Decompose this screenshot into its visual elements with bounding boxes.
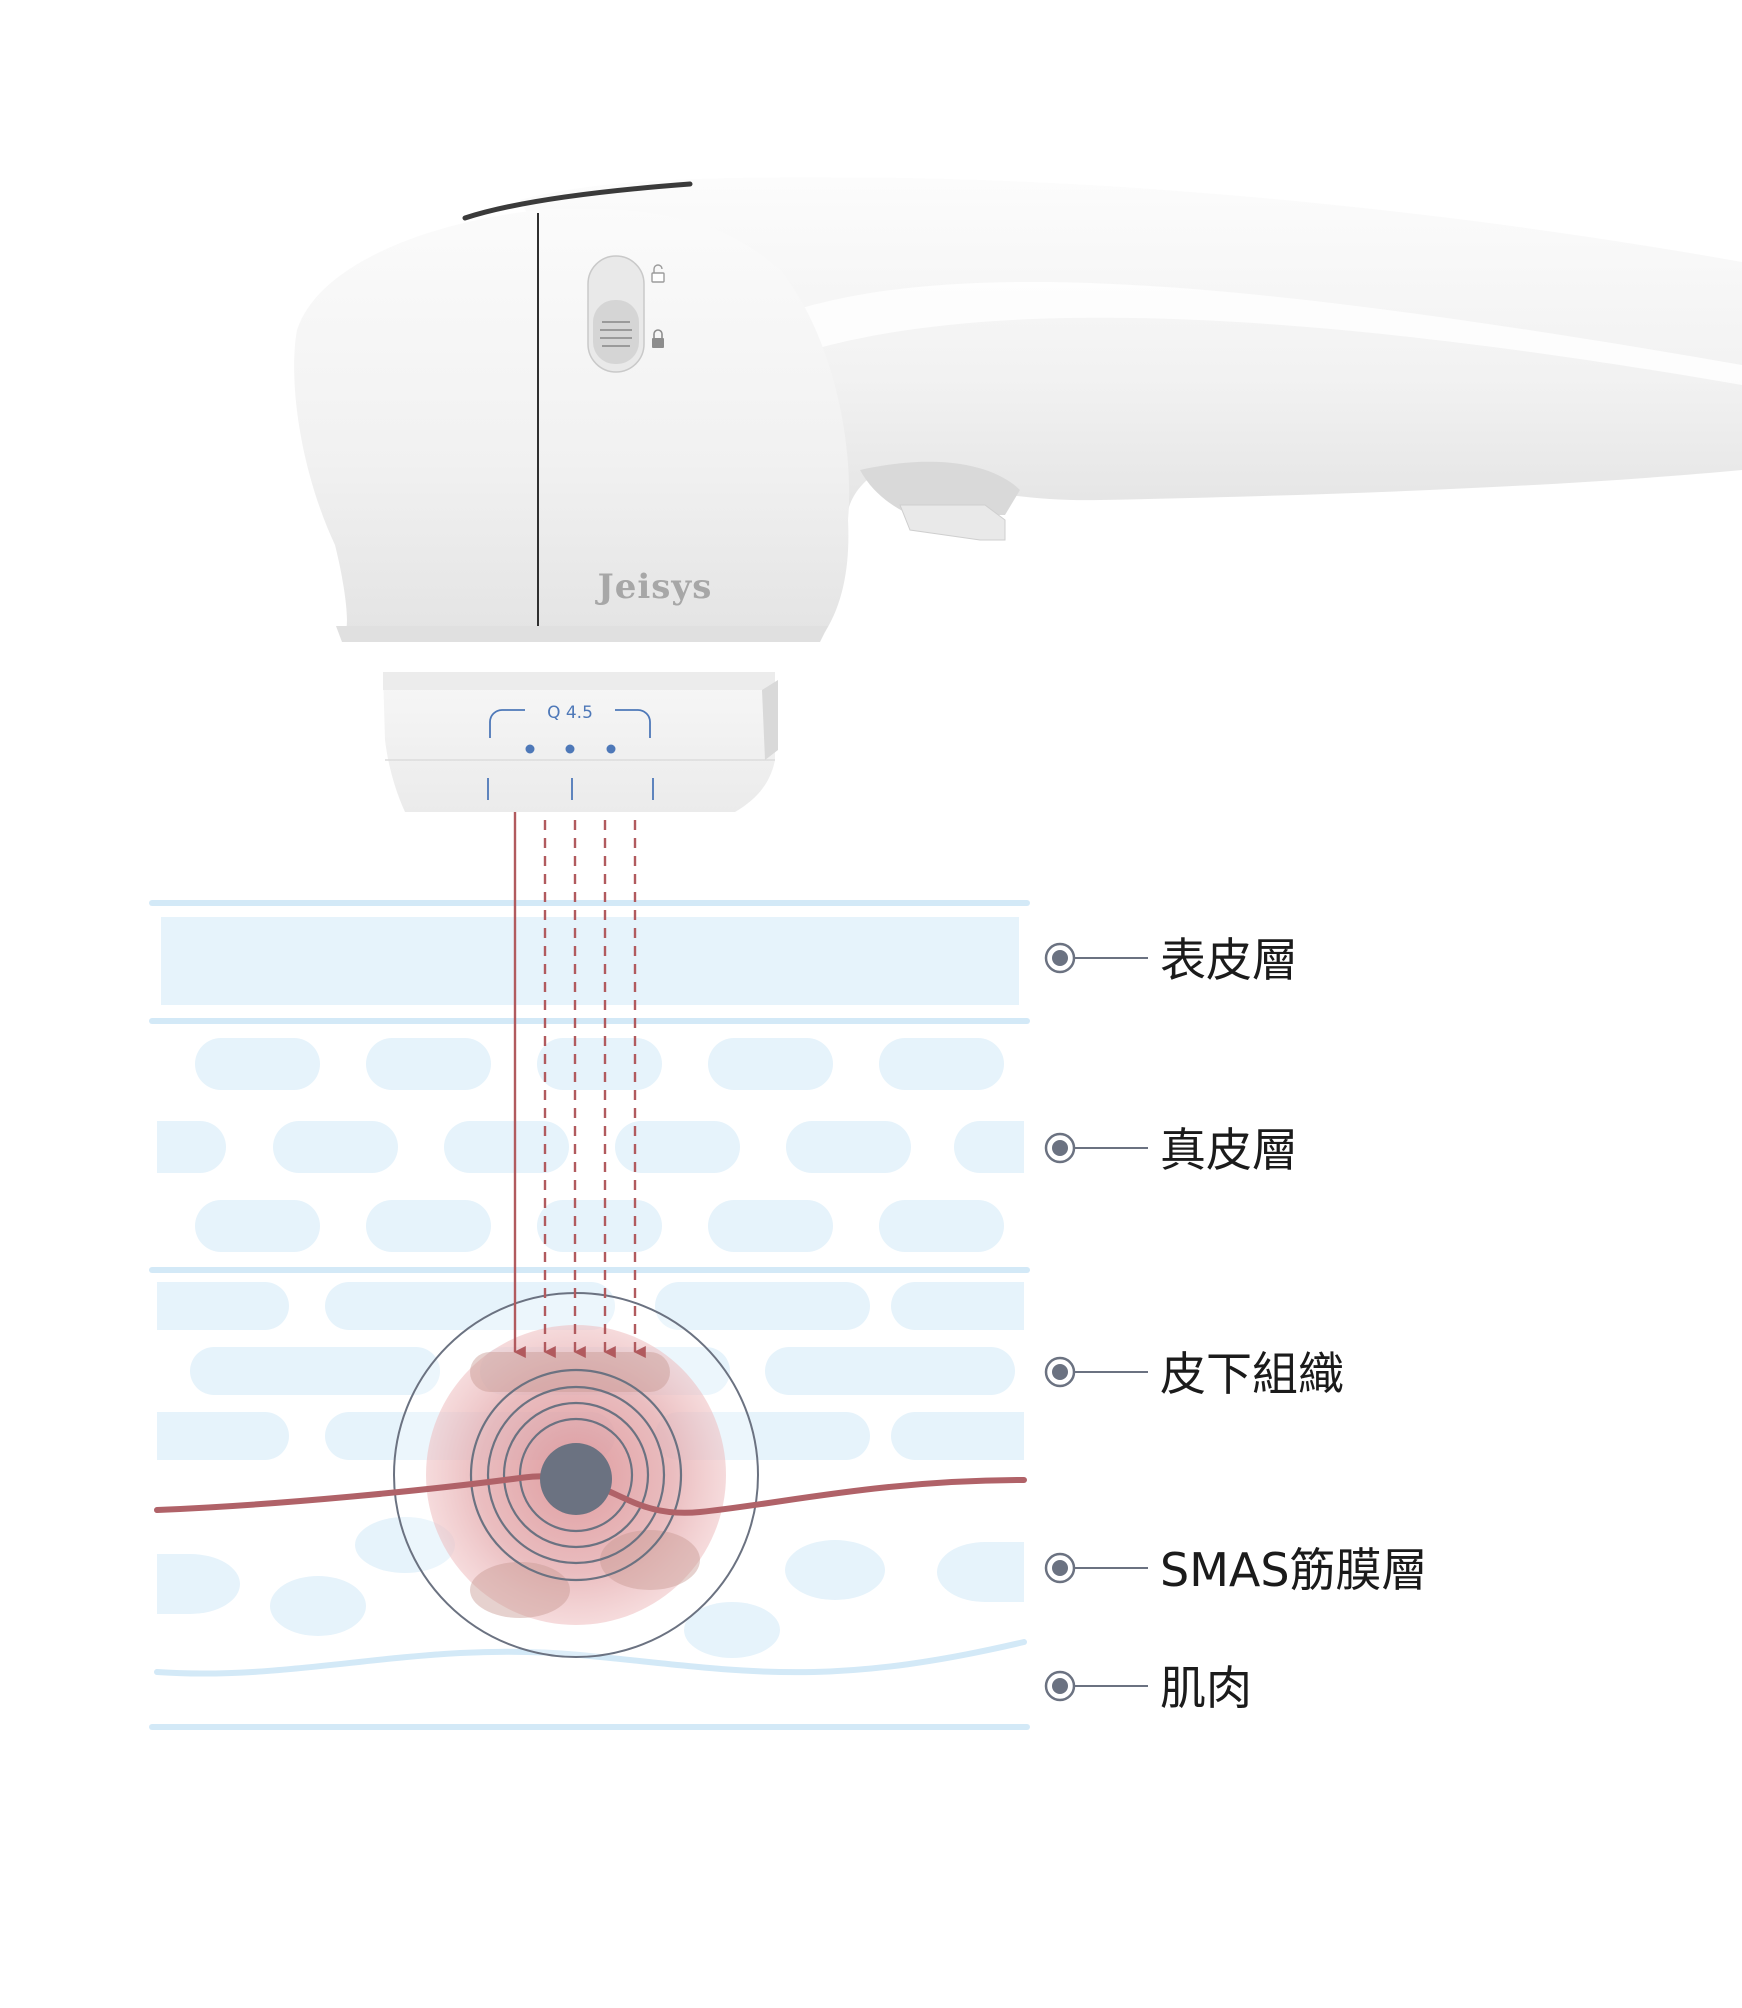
hifu-handpiece: Jeisys Q 4.5 bbox=[294, 177, 1742, 812]
label-text: 表皮層 bbox=[1160, 933, 1298, 987]
cartridge-side bbox=[762, 680, 778, 760]
muscle-boundary-wave bbox=[154, 1639, 1027, 1677]
layer-label-smas: SMAS筋膜層 bbox=[1044, 1543, 1428, 1597]
label-text: 皮下組織 bbox=[1160, 1347, 1344, 1401]
cartridge-marking bbox=[487, 709, 654, 800]
label-text: 肌肉 bbox=[1160, 1661, 1252, 1715]
label-text: 真皮層 bbox=[1160, 1123, 1298, 1177]
focal-point bbox=[540, 1443, 612, 1515]
device-handle-highlight bbox=[740, 281, 1742, 385]
cartridge bbox=[383, 672, 775, 812]
layer-label-subcutaneous: 皮下組織 bbox=[1044, 1347, 1344, 1401]
layer-label-muscle: 肌肉 bbox=[1044, 1661, 1252, 1715]
epidermis-layer bbox=[161, 917, 1019, 1005]
brand-logo: Jeisys bbox=[595, 567, 713, 607]
cartridge-depth-label: Q 4.5 bbox=[547, 703, 593, 723]
device-seam bbox=[462, 181, 693, 221]
lock-icon bbox=[652, 329, 664, 348]
heat-fat-shadows bbox=[470, 1352, 700, 1618]
cartridge-top-band bbox=[383, 672, 775, 690]
layer-labels: 表皮層 真皮層 皮下組織 SMAS筋膜層 肌肉 bbox=[1044, 933, 1428, 1715]
ultrasound-beams bbox=[513, 810, 646, 1358]
dermis-cells bbox=[157, 1038, 1024, 1252]
unlock-icon bbox=[651, 264, 665, 283]
safety-slide-switch bbox=[587, 255, 665, 373]
cartridge-dots bbox=[525, 744, 616, 754]
focal-zone bbox=[154, 1292, 1027, 1658]
layer-label-epidermis: 表皮層 bbox=[1044, 933, 1298, 987]
device-trigger bbox=[899, 504, 1006, 541]
muscle-cells bbox=[157, 1517, 1024, 1658]
device-rim bbox=[336, 626, 828, 642]
device-handle-shadow bbox=[860, 461, 1020, 515]
layer-label-dermis: 真皮層 bbox=[1044, 1123, 1298, 1177]
device-head bbox=[294, 208, 850, 633]
label-text: SMAS筋膜層 bbox=[1160, 1543, 1428, 1597]
